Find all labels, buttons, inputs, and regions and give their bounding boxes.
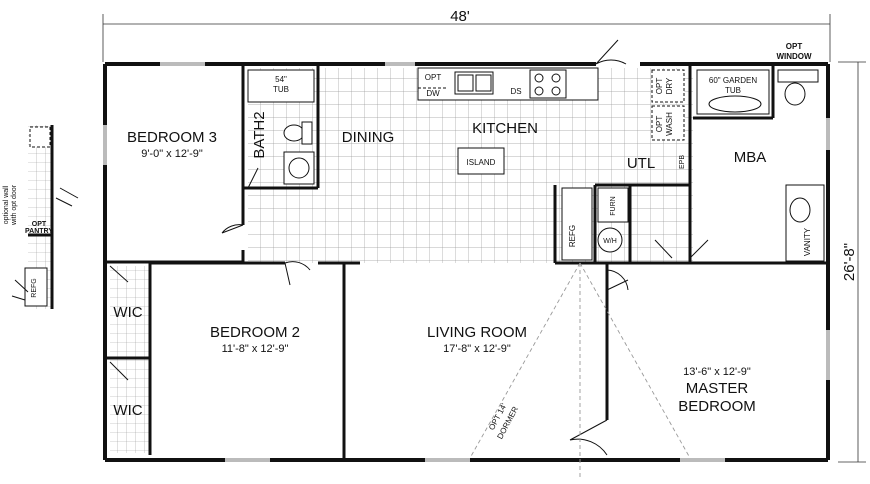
bedroom3-name: BEDROOM 3	[127, 129, 217, 146]
bath2-fixtures	[247, 69, 315, 185]
opt-wash-label-2: WASH	[665, 112, 674, 136]
inset-opt-pantry-1: OPT	[32, 221, 47, 228]
opt-wash-label-1: OPT	[655, 116, 664, 133]
width-dimension: 48'	[450, 8, 470, 25]
depth-dimension: 26'-8"	[841, 243, 858, 281]
opt-dw-label-1: OPT	[425, 73, 442, 82]
inset-opt-pantry-2: PANTRY	[25, 228, 53, 235]
refrigerator	[561, 187, 593, 261]
utility-fixtures	[597, 69, 685, 253]
inset-refg: REFG	[31, 278, 38, 297]
kitchen-name: KITCHEN	[472, 120, 538, 137]
epb-label: EPB	[679, 155, 686, 169]
opt-dry-label-1: OPT	[655, 78, 664, 95]
opt-window-label-1: OPT	[786, 42, 803, 51]
tub54-label-2: TUB	[273, 85, 289, 94]
garden-tub-label-1: 60" GARDEN	[709, 76, 757, 85]
tub54-label-1: 54"	[275, 75, 287, 84]
master-name-line2: BEDROOM	[678, 398, 756, 415]
master-name-line1: MASTER	[686, 380, 749, 397]
optional-dryer	[651, 69, 685, 103]
vanity	[785, 184, 825, 262]
depth-dimension-line	[838, 61, 866, 463]
living-room-name: LIVING ROOM	[427, 324, 527, 341]
master-size: 13'-6" x 12'-9"	[683, 366, 751, 378]
island	[457, 147, 505, 175]
ds-label: DS	[510, 87, 521, 96]
front-door-swing	[595, 39, 627, 65]
windows	[103, 62, 830, 462]
inset-note-2: with opt door	[11, 184, 18, 226]
vanity-label: VANITY	[803, 227, 812, 256]
opt-window-label-2: WINDOW	[776, 52, 812, 61]
toilet-icon	[283, 124, 305, 142]
garden-tub-label-2: TUB	[725, 86, 741, 95]
opt-dw-label-2: DW	[426, 89, 440, 98]
bedroom2-name: BEDROOM 2	[210, 324, 300, 341]
utl-name: UTL	[627, 155, 655, 172]
interior-walls	[107, 66, 826, 458]
wh-label: W/H	[603, 238, 617, 245]
master-bath-fixtures	[696, 69, 825, 262]
wic-upper-name: WIC	[113, 304, 142, 321]
mba-name: MBA	[734, 149, 767, 166]
bedroom2-size: 11'-8" x 12'-9"	[222, 343, 289, 355]
island-label: ISLAND	[467, 158, 496, 167]
tub-54	[247, 69, 315, 103]
kitchen-counter	[417, 67, 599, 101]
dormer-outline	[469, 262, 691, 480]
width-dimension-line	[102, 14, 831, 62]
master-toilet-icon	[784, 82, 806, 106]
bedroom3-size: 9'-0" x 12'-9"	[141, 148, 203, 160]
optional-pantry-inset	[11, 125, 79, 309]
optional-washer	[651, 105, 685, 141]
wic-lower-name: WIC	[113, 402, 142, 419]
bath2-name: BATH2	[251, 111, 268, 158]
refg-label: REFG	[568, 225, 577, 247]
opt-dry-label-2: DRY	[665, 77, 674, 94]
living-room-size: 17'-8" x 12'-9"	[443, 343, 511, 355]
water-heater-icon	[597, 227, 623, 253]
furn-label: FURN	[610, 196, 617, 215]
doors	[109, 39, 709, 456]
range-icon	[529, 69, 567, 99]
kitchen-fixtures	[417, 67, 599, 261]
dining-name: DINING	[342, 129, 395, 146]
inset-note-1: optional wall	[3, 185, 10, 224]
furnace-icon	[597, 187, 629, 223]
